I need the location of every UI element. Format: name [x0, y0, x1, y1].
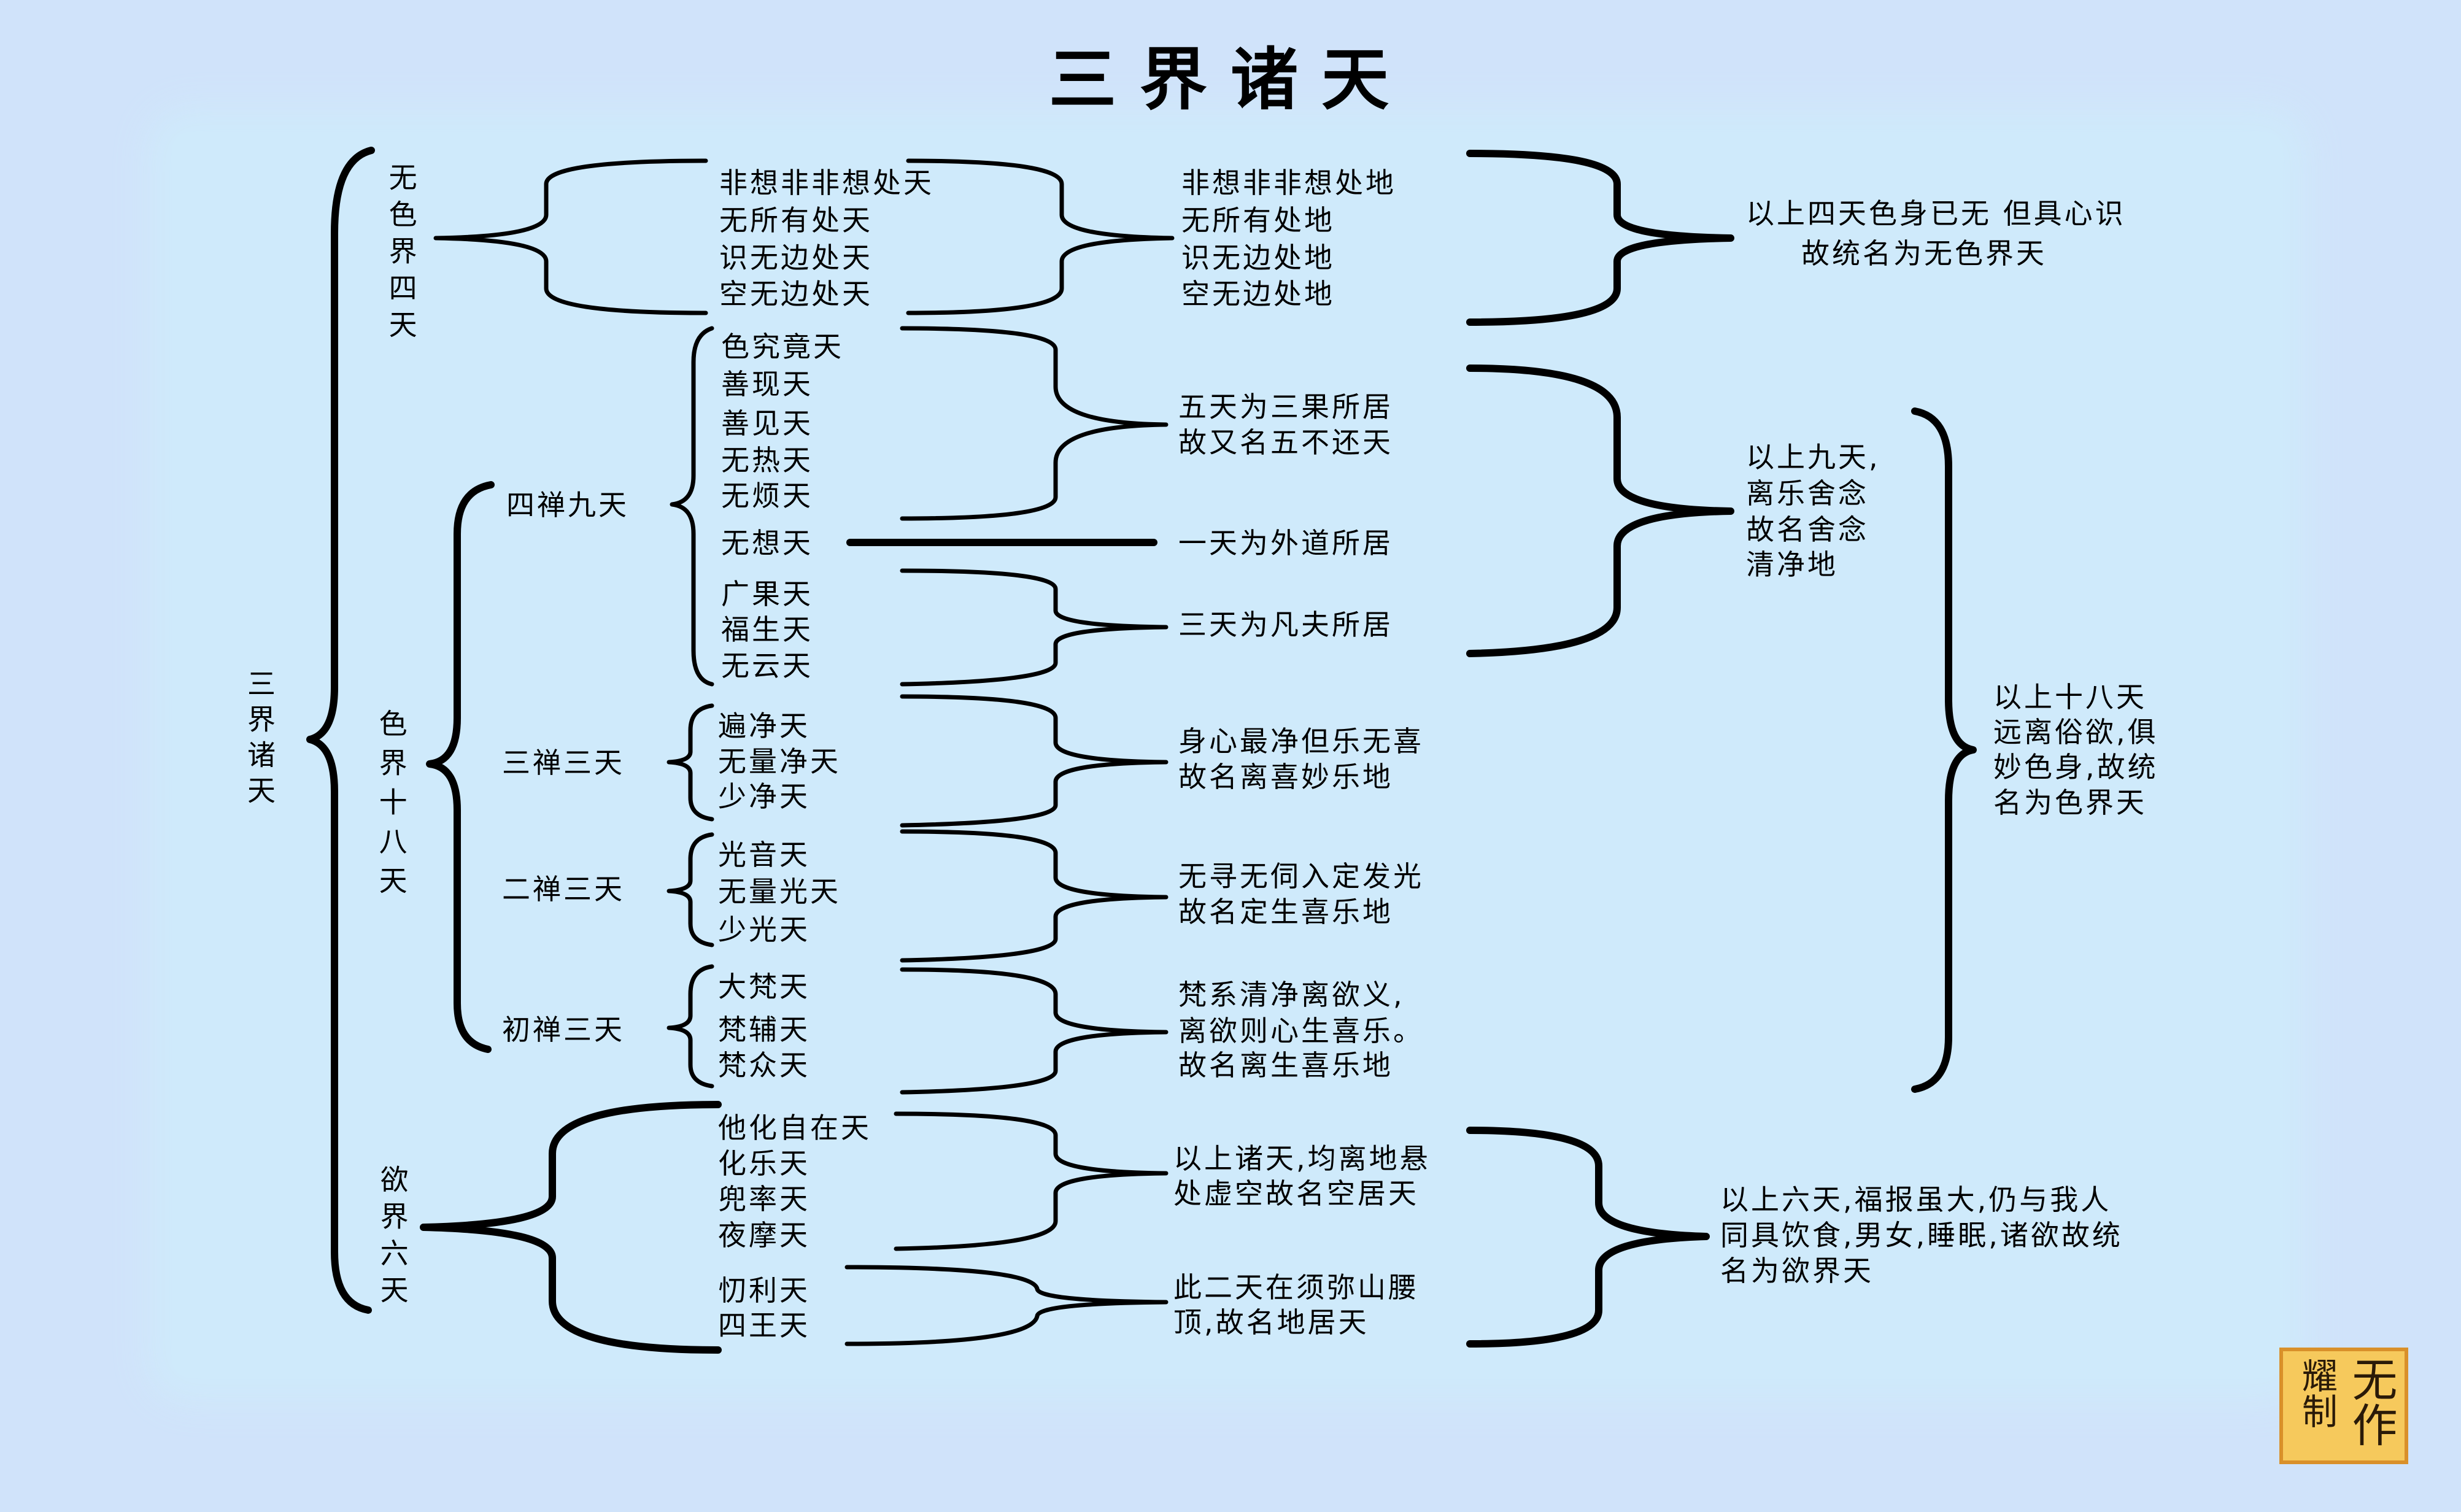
fourth-dhyana-brace: [670, 326, 714, 687]
desire-summary-brace: [1466, 1127, 1710, 1348]
form-summary-brace: [1911, 407, 1977, 1093]
page-title: 三界诸天: [1049, 40, 1412, 119]
formless-ground-4: 空无边处地: [1181, 277, 1335, 310]
group1-note-1: 五天为三果所居: [1178, 390, 1393, 423]
third-heaven-3: 少净天: [718, 780, 810, 813]
second-heaven-3: 少光天: [718, 913, 810, 946]
form-summary-2: 远离俗欲,俱: [1993, 716, 2158, 749]
form-summary-1: 以上十八天: [1993, 681, 2147, 714]
seal-sub-text: 耀制: [2296, 1357, 2338, 1429]
upper-note-2: 处虚空故名空居天: [1173, 1177, 1419, 1210]
third-right-brace: [900, 694, 1169, 828]
artist-seal: 无作 耀制: [2279, 1348, 2408, 1464]
third-heaven-1: 遍净天: [718, 709, 810, 742]
second-heaven-1: 光音天: [718, 838, 810, 871]
fourth-heaven-1: 色究竟天: [721, 330, 844, 363]
second-heaven-2: 无量光天: [718, 875, 841, 908]
desire-heaven-5: 忉利天: [718, 1274, 810, 1307]
desire-summary-2: 同具饮食,男女,睡眠,诸欲故统: [1720, 1219, 2123, 1252]
formless-mid-brace: [906, 158, 1175, 315]
fourth-heaven-3: 善见天: [721, 407, 813, 440]
second-note-2: 故名定生喜乐地: [1178, 895, 1393, 928]
lower-note-2: 顶,故名地居天: [1173, 1306, 1369, 1339]
single-heaven-note: 一天为外道所居: [1178, 526, 1393, 560]
second-dhyana-label: 二禅三天: [502, 873, 625, 906]
first-note-2: 离欲则心生喜乐。: [1178, 1014, 1424, 1047]
second-note-1: 无寻无伺入定发光: [1178, 860, 1424, 893]
first-dhyana-label: 初禅三天: [502, 1013, 625, 1046]
formless-heaven-2: 无所有处天: [719, 204, 873, 237]
first-heaven-2: 梵辅天: [718, 1013, 810, 1046]
fourth-summary-brace: [1466, 364, 1734, 657]
fourth-heaven-4: 无热天: [721, 444, 813, 477]
seal-main-text: 无作: [2344, 1356, 2397, 1447]
group3-note: 三天为凡夫所居: [1178, 608, 1393, 641]
fourth-heaven-7: 广果天: [721, 577, 813, 611]
desire-realm-label: 欲界六天: [376, 1165, 409, 1312]
root-label: 三界诸天: [243, 669, 276, 811]
group1-right-brace: [900, 326, 1169, 521]
lower-note-1: 此二天在须弥山腰: [1173, 1271, 1419, 1304]
third-heaven-2: 无量净天: [718, 745, 841, 778]
formless-realm-label: 无色界四天: [384, 163, 418, 347]
group1-note-2: 故又名五不还天: [1178, 426, 1393, 459]
formless-heaven-4: 空无边处天: [719, 277, 873, 310]
form-summary-3: 妙色身,故统: [1993, 750, 2158, 784]
desire-heaven-2: 化乐天: [718, 1147, 810, 1180]
fourth-dhyana-label: 四禅九天: [506, 488, 629, 522]
formless-summary-2: 故统名为无色界天: [1801, 237, 2047, 270]
form-summary-4: 名为色界天: [1993, 786, 2147, 819]
desire-left-brace: [420, 1101, 722, 1354]
fourth-heaven-5: 无烦天: [721, 479, 813, 512]
upper-note-1: 以上诸天,均离地悬: [1173, 1142, 1431, 1175]
formless-heaven-1: 非想非非想处天: [719, 166, 934, 199]
desire-heaven-4: 夜摩天: [718, 1219, 810, 1252]
desire-summary-1: 以上六天,福报虽大,仍与我人: [1720, 1183, 2112, 1216]
formless-ground-1: 非想非非想处地: [1181, 166, 1396, 199]
formless-heaven-3: 识无边处天: [719, 241, 873, 274]
root-brace: [306, 147, 375, 1314]
fourth-heaven-8: 福生天: [721, 613, 813, 646]
second-left-brace: [666, 832, 714, 947]
fourth-summary-3: 故名舍念: [1746, 513, 1869, 546]
desire-heaven-3: 兜率天: [718, 1182, 810, 1216]
third-dhyana-label: 三禅三天: [502, 746, 625, 779]
diagram-panel: [172, 132, 2283, 1378]
group3-right-brace: [900, 568, 1169, 687]
first-left-brace: [666, 964, 714, 1089]
root-label-text: 三界诸天: [243, 669, 276, 811]
fourth-summary-2: 离乐舍念: [1746, 477, 1869, 510]
fourth-summary-4: 清净地: [1746, 548, 1838, 581]
second-right-brace: [900, 829, 1169, 963]
fourth-summary-1: 以上九天,: [1746, 441, 1880, 474]
desire-heaven-1: 他化自在天: [718, 1111, 871, 1144]
formless-ground-3: 识无边处地: [1181, 241, 1335, 274]
form-brace: [426, 481, 495, 1053]
upper-right-brace: [894, 1111, 1169, 1251]
first-note-1: 梵系清净离欲义,: [1178, 978, 1405, 1011]
fourth-heaven-2: 善现天: [721, 368, 813, 401]
single-heaven: 无想天: [721, 526, 813, 560]
desire-summary-3: 名为欲界天: [1720, 1254, 1874, 1287]
third-note-2: 故名离喜妙乐地: [1178, 760, 1393, 793]
first-note-3: 故名离生喜乐地: [1178, 1049, 1393, 1082]
formless-right-brace: [1466, 150, 1734, 326]
first-right-brace: [900, 967, 1169, 1095]
first-heaven-1: 大梵天: [718, 970, 810, 1003]
formless-left-brace: [433, 158, 708, 315]
formless-summary-1: 以上四天色身已无 但具心识: [1746, 197, 2126, 230]
fourth-heaven-9: 无云天: [721, 649, 813, 682]
third-left-brace: [666, 703, 714, 822]
lower-right-brace: [844, 1265, 1169, 1346]
desire-heaven-6: 四王天: [718, 1309, 810, 1342]
third-note-1: 身心最净但乐无喜: [1178, 725, 1424, 758]
form-realm-label: 色界十八天: [374, 709, 408, 905]
first-heaven-3: 梵众天: [718, 1049, 810, 1082]
formless-ground-2: 无所有处地: [1181, 204, 1335, 237]
